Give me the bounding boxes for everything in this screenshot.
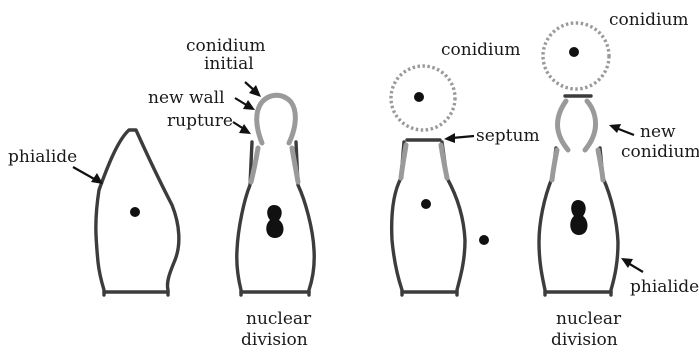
label-phialide-left: phialide [8,147,77,167]
label-nuclear-division-1-line1: nuclear [246,309,312,329]
conidium-4-nucleus [569,47,579,57]
phialide-cell-2 [237,95,315,295]
label-conidium-initial-1: conidium [186,36,266,56]
nucleus-3b [479,235,489,245]
arrowhead-septum [444,133,455,143]
label-nuclear-division-1-line2: division [241,330,308,350]
arrowhead-phialide-right [621,258,633,268]
new-conidium-wall [558,101,596,150]
diagram-labels: phialide conidium initial new wall ruptu… [8,10,699,350]
label-nuclear-division-2-line2: division [551,330,618,350]
label-conidium-initial-2: initial [204,54,254,74]
label-new-conidium-1: new [640,122,676,142]
septum-wall-right [441,145,447,178]
arrowhead-rupture [239,124,251,134]
arrow-septum [452,136,474,138]
phialide-cell-4 [539,23,618,295]
label-conidium-mid: conidium [441,40,521,60]
arrow-phialide-right [628,263,643,272]
label-rupture: rupture [167,111,233,131]
nucleus-3a [421,199,431,209]
dividing-nucleus-1 [266,205,283,238]
label-new-conidium-2: conidium [621,142,699,162]
label-phialide-right: phialide [630,277,699,297]
label-conidium-right: conidium [609,10,689,30]
label-nuclear-division-2-line1: nuclear [556,309,622,329]
phialide-cell-3 [391,66,489,295]
conidium-3-nucleus [414,92,424,102]
arrow-phialide-left [73,167,96,180]
label-new-wall: new wall [148,88,225,108]
dividing-nucleus-4 [570,200,587,235]
phialide-cell-1 [96,130,179,295]
nucleus-1 [130,207,140,217]
new-conidium-wall-left-lower [552,150,557,180]
conidium-initial-wall [257,95,296,143]
label-septum: septum [476,126,540,146]
